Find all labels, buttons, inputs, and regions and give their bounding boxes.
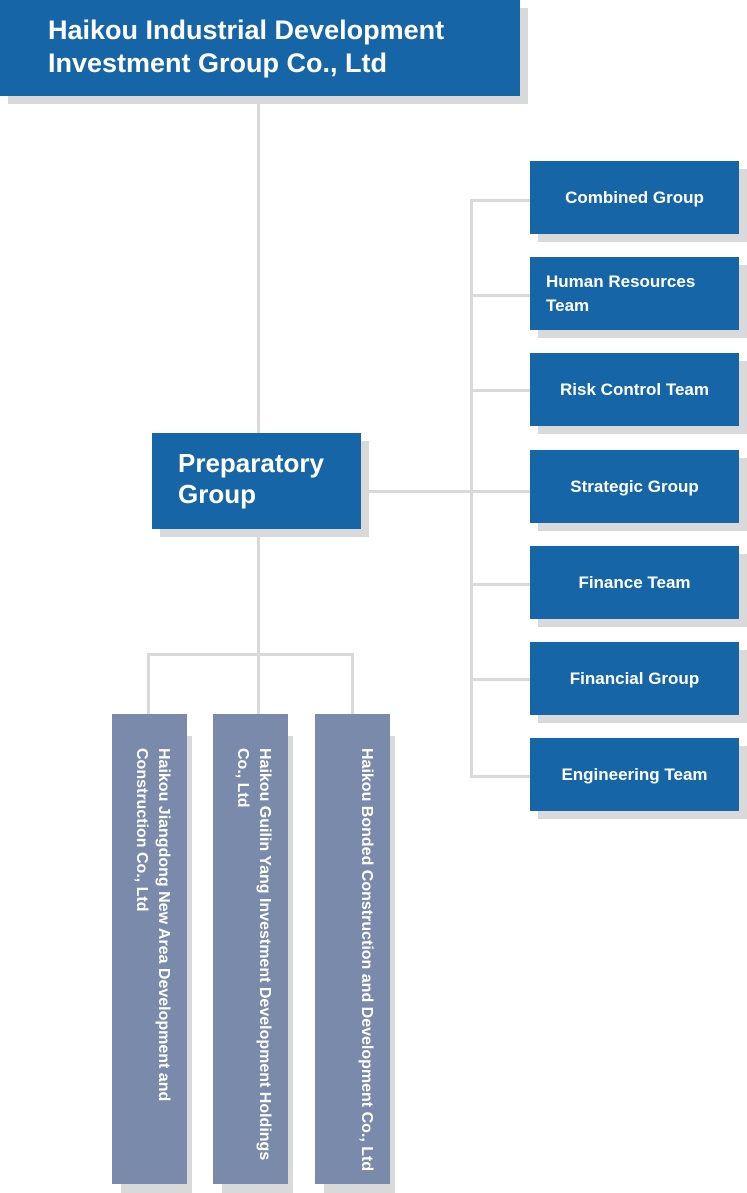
connector-team-branch [470, 775, 530, 778]
subsidiary-node-guilin-yang: Haikou Guilin Yang Investment Developmen… [213, 714, 288, 1184]
connector-team-branch [470, 678, 530, 681]
connector-subsidiary-drop [351, 653, 354, 714]
team-label: Human Resources Team [546, 271, 696, 315]
team-node-strategic-group: Strategic Group [530, 450, 739, 523]
connector-prep-to-subsidiaries [257, 529, 260, 714]
connector-team-branch [470, 389, 530, 392]
prep-title-line1: Preparatory [178, 448, 324, 478]
connector-team-branch [470, 294, 530, 297]
team-label: Risk Control Team [560, 379, 709, 399]
team-label: Strategic Group [570, 476, 699, 496]
team-label: Finance Team [578, 572, 691, 592]
subsidiary-label: Haikou Bonded Construction and Developme… [358, 748, 375, 1172]
connector-team-trunk [470, 199, 473, 778]
connector-subsidiary-drop [147, 653, 150, 714]
team-label: Combined Group [565, 187, 704, 207]
team-node-engineering-team: Engineering Team [530, 738, 739, 811]
team-node-finance-team: Finance Team [530, 546, 739, 619]
prep-title-line2: Group [178, 479, 256, 509]
team-node-combined-group: Combined Group [530, 161, 739, 234]
root-title-line2: Investment Group Co., Ltd [48, 48, 388, 78]
team-node-risk-control: Risk Control Team [530, 353, 739, 426]
team-label: Financial Group [569, 668, 700, 688]
team-node-financial-group: Financial Group [530, 642, 739, 715]
preparatory-group-node: Preparatory Group [152, 433, 361, 529]
connector-prep-to-trunk [361, 490, 472, 493]
connector-team-branch [470, 490, 530, 493]
subsidiary-node-jiangdong: Haikou Jiangdong New Area Development an… [112, 714, 187, 1184]
subsidiary-label: Haikou Guilin Yang Investment Developmen… [234, 748, 273, 1161]
connector-team-branch [470, 583, 530, 586]
team-node-human-resources: Human Resources Team [530, 257, 739, 330]
root-title-line1: Haikou Industrial Development [48, 15, 445, 45]
connector-team-branch [470, 199, 530, 202]
subsidiary-node-bonded: Haikou Bonded Construction and Developme… [315, 714, 390, 1184]
connector-subsidiary-bar [147, 653, 354, 656]
subsidiary-label: Haikou Jiangdong New Area Development an… [133, 748, 172, 1102]
team-label: Engineering Team [561, 764, 708, 784]
root-node: Haikou Industrial Development Investment… [0, 0, 520, 96]
connector-root-to-prep [257, 96, 260, 433]
